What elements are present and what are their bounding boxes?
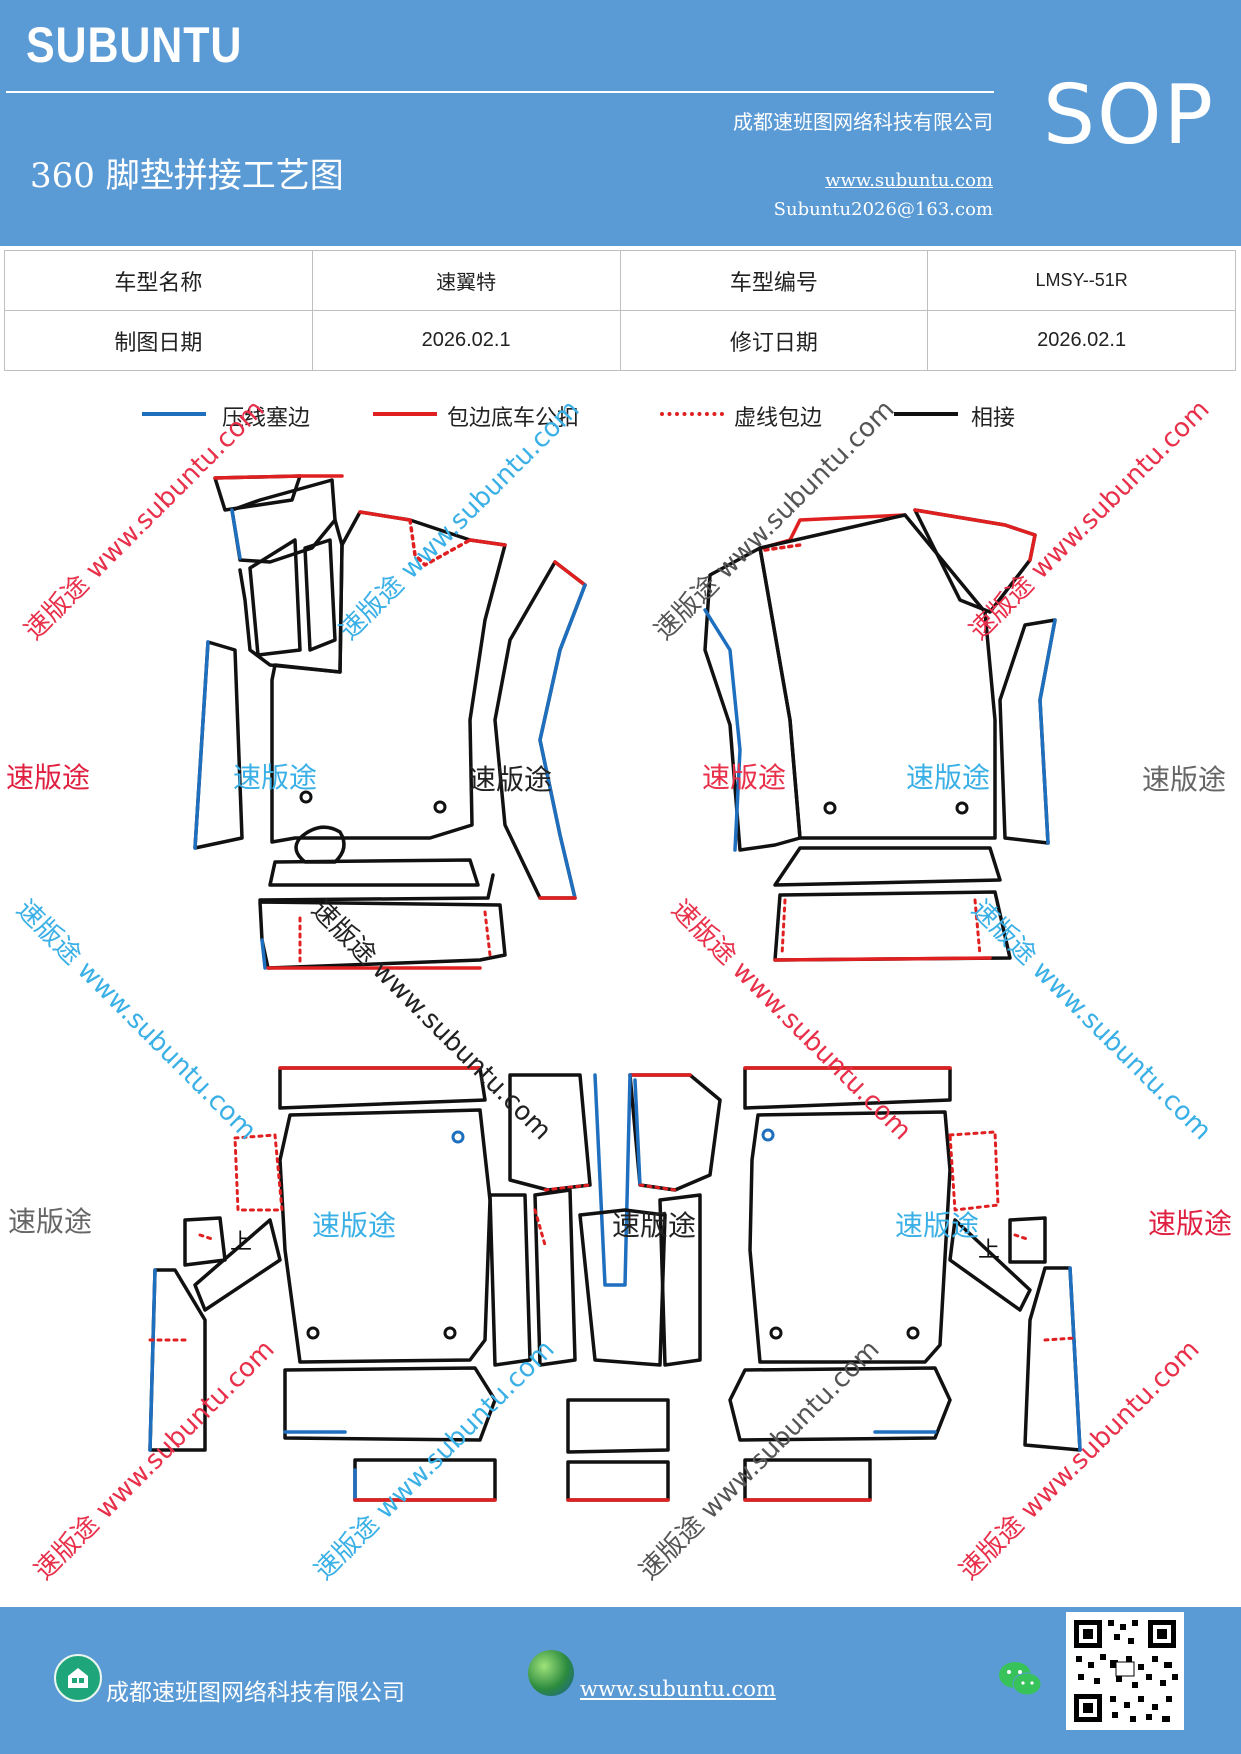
footer-company-name: 成都速班图网络科技有限公司 [106,1680,405,1706]
watermark-text: 速版途 [6,761,91,794]
legend-swatch [660,412,724,416]
company-name: 成都速班图网络科技有限公司 [733,110,993,134]
table-row: 制图日期 2026.02.1 修订日期 2026.02.1 [4,310,1236,371]
model-name-value: 速翼特 [311,250,621,311]
up-marker-right: 上 [978,1238,1001,1263]
legend-label: 包边底车公扣 [447,406,580,431]
company-icon [54,1654,102,1702]
front-left-mat-group [193,474,587,970]
header-divider [6,91,994,93]
watermark-text: 速版途 [1142,763,1227,796]
wechat-icon [996,1657,1044,1701]
rear-right-mat-group [728,1066,1082,1502]
model-code-label: 车型编号 [619,250,929,311]
watermark-text: 速版途 [8,1205,93,1238]
doc-type-label: SOP [1043,68,1216,163]
watermark-text: 速版途 [612,1209,697,1242]
legend-swatch [894,412,958,416]
footer-banner: 成都速班图网络科技有限公司 www.subuntu.com [0,1607,1241,1754]
info-table: 车型名称 速翼特 车型编号 LMSY--51R 制图日期 2026.02.1 修… [4,250,1236,371]
legend-label: 压线塞边 [222,406,311,431]
center-tunnel-group [508,1073,722,1502]
watermark-text: 速版途 [468,763,553,796]
footer-website-link[interactable]: www.subuntu.com [580,1677,776,1701]
qr-code[interactable] [1066,1612,1184,1730]
draw-date-value: 2026.02.1 [311,310,621,371]
legend-label: 虚线包边 [734,406,823,431]
watermark-text: 速版途 [702,761,787,794]
revision-date-value: 2026.02.1 [927,310,1236,371]
watermark-text: 速版途 [312,1209,397,1242]
legend-swatch [373,412,437,416]
up-marker-left: 上 [230,1230,253,1255]
model-code-value: LMSY--51R [927,250,1236,311]
watermark-text: 速版途 [1148,1207,1233,1240]
table-row: 车型名称 速翼特 车型编号 LMSY--51R [4,250,1236,311]
legend-label: 相接 [971,406,1016,431]
contact-email[interactable]: Subuntu2026@163.com [773,199,993,220]
legend-swatch [142,412,206,416]
website-link[interactable]: www.subuntu.com [825,170,993,191]
header-banner: SUBUNTU 成都速班图网络科技有限公司 360 脚垫拼接工艺图 www.su… [0,0,1241,246]
front-right-mat-group [703,508,1057,962]
globe-icon [528,1650,574,1696]
brand-logo: SUBUNTU [26,17,243,73]
page-title: 360 脚垫拼接工艺图 [30,156,344,196]
revision-date-label: 修订日期 [619,310,929,371]
rear-left-mat-group [148,1066,532,1502]
draw-date-label: 制图日期 [4,310,313,371]
watermark-text: 速版途 [895,1209,980,1242]
model-name-label: 车型名称 [4,250,313,311]
watermark-text: 速版途 [906,761,991,794]
watermark-text: 速版途 [233,761,318,794]
